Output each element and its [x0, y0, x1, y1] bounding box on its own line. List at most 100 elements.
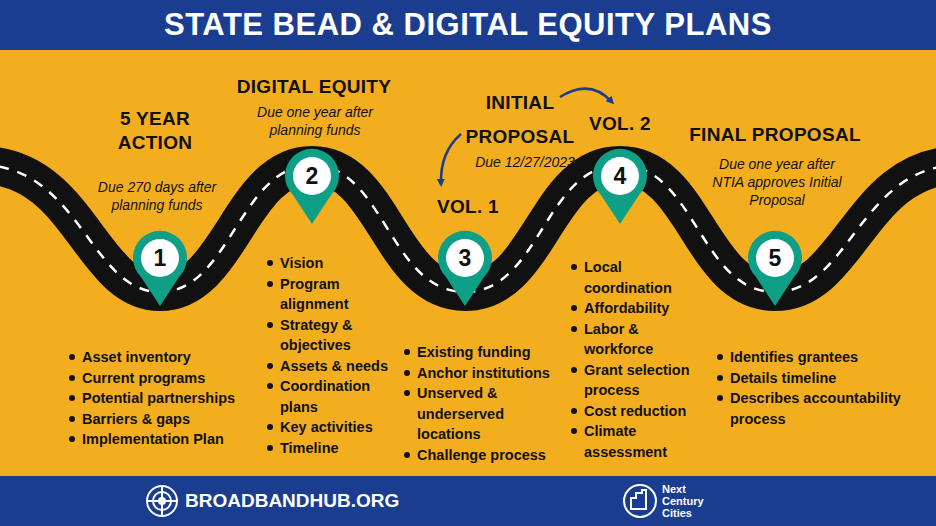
site-name: BROADBANDHUB.ORG: [185, 490, 399, 512]
due-note: Due one year after NTIA approves Initial…: [702, 155, 852, 209]
footer-band: [0, 476, 936, 526]
bullet-item: Affordability: [568, 298, 696, 319]
bullet-item: Timeline: [264, 438, 394, 459]
stage-heading: DIGITAL EQUITY: [229, 75, 399, 99]
bullet-dot: [571, 408, 577, 414]
bullet-list: Local coordinationAffordabilityLabor & w…: [568, 257, 696, 462]
bullet-item: Labor & workforce: [568, 319, 696, 360]
due-note: Due 270 days after planning funds: [90, 178, 225, 214]
bullet-item: Assets & needs: [264, 356, 394, 377]
bullet-dot: [267, 281, 273, 287]
bullet-dot: [404, 370, 410, 376]
bullet-text: Implementation Plan: [82, 431, 224, 447]
bullet-text: Barriers & gaps: [82, 411, 190, 427]
pin-number: 5: [747, 230, 803, 286]
bullet-text: Identifies grantees: [730, 349, 858, 365]
bullet-item: Anchor institutions: [401, 363, 566, 384]
bullet-dot: [69, 375, 75, 381]
bullet-dot: [571, 305, 577, 311]
bullet-item: Coordination plans: [264, 376, 394, 417]
bullet-dot: [267, 445, 273, 451]
map-pin: 4: [592, 148, 648, 224]
bullet-text: Describes accountability process: [730, 390, 901, 427]
bullet-dot: [717, 395, 723, 401]
bullet-item: Unserved & underserved locations: [401, 383, 566, 445]
bullet-text: Coordination plans: [280, 378, 370, 415]
bullet-item: Grant selection process: [568, 360, 696, 401]
bullet-item: Barriers & gaps: [66, 409, 276, 430]
bullet-item: Strategy & objectives: [264, 315, 394, 356]
bullet-item: Current programs: [66, 368, 276, 389]
bullet-dot: [267, 322, 273, 328]
map-pin: 5: [747, 230, 803, 306]
bullet-dot: [267, 383, 273, 389]
due-note: Due one year after planning funds: [240, 103, 390, 139]
bullet-text: Vision: [280, 255, 323, 271]
bullet-dot: [717, 354, 723, 360]
bullet-item: Describes accountability process: [714, 388, 924, 429]
bullet-dot: [571, 326, 577, 332]
bullet-item: Details timeline: [714, 368, 924, 389]
bullet-text: Strategy & objectives: [280, 317, 353, 354]
bullet-item: Potential partnerships: [66, 388, 276, 409]
bullet-dot: [571, 367, 577, 373]
bullet-item: Asset inventory: [66, 347, 276, 368]
bullet-dot: [404, 349, 410, 355]
bullet-item: Challenge process: [401, 445, 566, 466]
bullet-list: Asset inventoryCurrent programsPotential…: [66, 347, 276, 450]
pin-number: 2: [284, 148, 340, 204]
bullet-text: Timeline: [280, 440, 339, 456]
bullet-text: Local coordination: [584, 259, 672, 296]
bullet-dot: [571, 428, 577, 434]
volume-heading: VOL. 2: [585, 112, 655, 136]
bullet-text: Key activities: [280, 419, 373, 435]
bullet-dot: [267, 424, 273, 430]
map-pin: 2: [284, 148, 340, 224]
bullet-item: Climate assessment: [568, 421, 696, 462]
bullet-dot: [404, 390, 410, 396]
due-note: Due 12/27/2023: [465, 153, 585, 171]
bullet-item: Local coordination: [568, 257, 696, 298]
bullet-item: Existing funding: [401, 342, 566, 363]
broadbandhub-logo: [147, 486, 177, 516]
bullet-text: Assets & needs: [280, 358, 388, 374]
stage-heading: 5 YEAR ACTION: [95, 107, 215, 155]
bullet-dot: [267, 363, 273, 369]
bullet-text: Current programs: [82, 370, 205, 386]
bullet-dot: [571, 264, 577, 270]
volume-heading: VOL. 1: [433, 195, 503, 219]
bullet-text: Affordability: [584, 300, 669, 316]
bullet-text: Challenge process: [417, 447, 546, 463]
bullet-text: Unserved & underserved locations: [417, 385, 504, 442]
bullet-text: Grant selection process: [584, 362, 690, 399]
bullet-text: Cost reduction: [584, 403, 686, 419]
bullet-dot: [267, 260, 273, 266]
next-century-cities-logo: [624, 485, 656, 517]
pin-number: 3: [437, 230, 493, 286]
bullet-list: VisionProgram alignmentStrategy & object…: [264, 253, 394, 458]
bullet-item: Key activities: [264, 417, 394, 438]
stage-heading: FINAL PROPOSAL: [680, 123, 870, 147]
bullet-dot: [69, 436, 75, 442]
bullet-text: Asset inventory: [82, 349, 191, 365]
pin-number: 1: [132, 230, 188, 286]
stage-heading: INITIAL PROPOSAL: [461, 86, 579, 154]
bullet-text: Details timeline: [730, 370, 836, 386]
bullet-item: Vision: [264, 253, 394, 274]
bullet-dot: [404, 452, 410, 458]
bullet-item: Implementation Plan: [66, 429, 276, 450]
bullet-text: Labor & workforce: [584, 321, 653, 358]
curved-arrow: [560, 89, 612, 102]
map-pin: 3: [437, 230, 493, 306]
bullet-text: Anchor institutions: [417, 365, 550, 381]
bullet-list: Identifies granteesDetails timelineDescr…: [714, 347, 924, 429]
bullet-dot: [717, 375, 723, 381]
bullet-text: Program alignment: [280, 276, 348, 313]
org-name: Next Century Cities: [662, 483, 722, 519]
diagram-title: STATE BEAD & DIGITAL EQUITY PLANS: [164, 7, 772, 43]
bullet-list: Existing fundingAnchor institutionsUnser…: [401, 342, 566, 465]
bullet-text: Existing funding: [417, 344, 531, 360]
bullet-dot: [69, 395, 75, 401]
bullet-item: Program alignment: [264, 274, 394, 315]
